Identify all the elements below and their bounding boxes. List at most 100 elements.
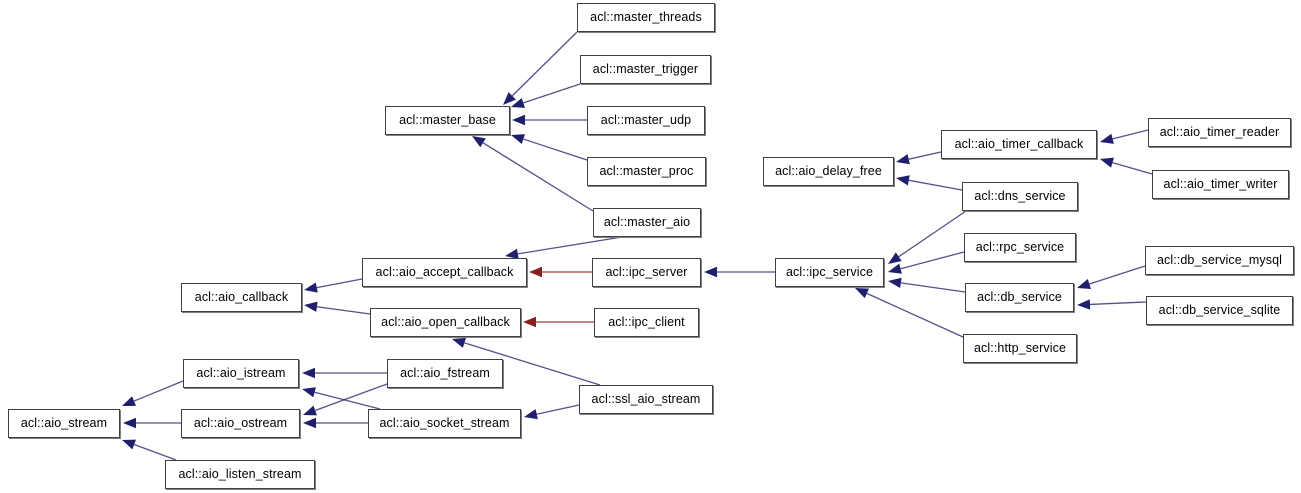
class-node-master_trigger[interactable]: acl::master_trigger [580,55,711,84]
class-node-aio_delay_free[interactable]: acl::aio_delay_free [763,157,894,186]
class-node-aio_istream[interactable]: acl::aio_istream [183,359,299,388]
class-node-label: acl::aio_callback [194,290,289,305]
class-node-label: acl::db_service_sqlite [1158,303,1281,318]
class-node-label: acl::master_udp [600,113,692,128]
class-node-label: acl::master_trigger [592,62,699,77]
class-node-label: acl::aio_accept_callback [375,265,514,280]
class-node-aio_socket_stream[interactable]: acl::aio_socket_stream [368,409,521,438]
class-node-aio_timer_writer[interactable]: acl::aio_timer_writer [1152,170,1289,199]
edge-master_aio-to-master_base [472,136,594,212]
arrowhead-inheritance [888,277,902,288]
class-node-master_base[interactable]: acl::master_base [385,106,510,135]
arrowhead-inheritance [304,282,318,293]
edge-aio_accept_callback-to-aio_callback [304,278,363,293]
class-node-master_threads[interactable]: acl::master_threads [577,3,715,32]
edge-aio_fstream-to-aio_istream [302,367,387,379]
class-node-aio_callback[interactable]: acl::aio_callback [181,283,302,312]
class-node-label: acl::ipc_service [785,265,874,280]
class-node-label: acl::ipc_server [605,265,688,280]
class-node-label: acl::aio_socket_stream [379,416,510,431]
arrowhead-inheritance [888,252,902,264]
edge-aio_open_callback-to-aio_callback [304,301,371,315]
edge-db_service_sqlite-to-db_service [1077,299,1147,310]
arrowhead-inheritance [512,114,525,126]
class-node-label: acl::aio_open_callback [381,315,510,330]
class-node-label: acl::http_service [973,341,1067,356]
edge-db_service_mysql-to-db_service [1077,265,1146,289]
class-node-db_service_mysql[interactable]: acl::db_service_mysql [1145,246,1294,275]
class-node-label: acl::master_threads [590,10,702,25]
arrowhead-inheritance [472,136,486,148]
edge-http_service-to-ipc_service [855,288,964,338]
arrowhead-inheritance [855,288,869,299]
class-node-label: acl::ipc_client [608,315,685,330]
class-node-label: acl::aio_ostream [193,416,288,431]
edge-master_trigger-to-master_base [511,83,581,108]
class-node-label: acl::master_aio [603,215,691,230]
class-node-label: acl::aio_fstream [400,366,490,381]
edge-dns_service-to-aio_delay_free [896,175,963,191]
arrowhead-inheritance [511,97,525,108]
class-node-dns_service[interactable]: acl::dns_service [962,182,1078,211]
arrowhead-usage [529,266,542,278]
edge-ipc_server-to-aio_accept_callback [529,266,592,278]
class-node-label: acl::aio_timer_callback [954,137,1084,152]
class-node-http_service[interactable]: acl::http_service [963,334,1077,363]
class-node-aio_ostream[interactable]: acl::aio_ostream [181,409,300,438]
arrowhead-inheritance [511,134,525,145]
arrowhead-inheritance [1100,157,1114,168]
edge-aio_timer_reader-to-aio_timer_callback [1100,129,1149,144]
edge-ipc_client-to-aio_open_callback [523,316,594,328]
class-node-master_proc[interactable]: acl::master_proc [587,157,706,186]
class-node-ipc_service[interactable]: acl::ipc_service [775,258,884,287]
class-node-aio_timer_callback[interactable]: acl::aio_timer_callback [941,130,1097,159]
arrowhead-inheritance [1077,279,1091,289]
edge-master_udp-to-master_base [512,114,587,126]
class-node-ipc_server[interactable]: acl::ipc_server [592,258,701,287]
edge-master_proc-to-master_base [511,134,588,161]
class-node-aio_listen_stream[interactable]: acl::aio_listen_stream [165,460,315,489]
class-node-aio_stream[interactable]: acl::aio_stream [8,409,120,438]
class-node-db_service[interactable]: acl::db_service [965,283,1074,312]
class-node-aio_accept_callback[interactable]: acl::aio_accept_callback [362,258,527,287]
edge-master_threads-to-master_base [503,31,578,105]
arrowhead-inheritance [505,248,519,260]
arrowhead-inheritance [1100,133,1114,144]
arrowhead-inheritance [303,405,317,416]
class-node-master_aio[interactable]: acl::master_aio [593,208,701,237]
class-node-label: acl::db_service_mysql [1156,253,1283,268]
arrowhead-inheritance [122,396,137,406]
arrowhead-inheritance [888,263,902,274]
class-node-aio_timer_reader[interactable]: acl::aio_timer_reader [1148,118,1291,147]
class-node-label: acl::aio_delay_free [775,164,882,179]
edge-aio_socket_stream-to-aio_ostream [303,417,368,429]
edge-aio_timer_callback-to-aio_delay_free [896,151,942,165]
edge-aio_timer_writer-to-aio_timer_callback [1100,157,1153,175]
arrowhead-inheritance [303,417,316,429]
arrowhead-inheritance [896,154,910,165]
class-node-db_service_sqlite[interactable]: acl::db_service_sqlite [1146,296,1293,325]
arrowhead-inheritance [524,409,538,420]
class-node-master_udp[interactable]: acl::master_udp [587,106,705,135]
edge-master_aio-to-aio_accept_callback [505,236,623,260]
class-node-label: acl::ssl_aio_stream [591,392,701,407]
arrowhead-usage [523,316,536,328]
class-node-aio_fstream[interactable]: acl::aio_fstream [387,359,503,388]
class-node-label: acl::master_proc [599,164,694,179]
edge-dns_service-to-ipc_service [888,210,967,264]
class-node-ssl_aio_stream[interactable]: acl::ssl_aio_stream [579,385,713,414]
edge-aio_ostream-to-aio_stream [123,417,181,429]
class-node-ipc_client[interactable]: acl::ipc_client [594,308,699,337]
class-node-label: acl::master_base [399,113,496,128]
edge-aio_istream-to-aio_stream [122,380,184,406]
class-node-label: acl::db_service [977,290,1062,305]
class-node-label: acl::aio_istream [196,366,286,381]
class-node-aio_open_callback[interactable]: acl::aio_open_callback [370,308,521,337]
class-node-rpc_service[interactable]: acl::rpc_service [964,233,1076,262]
class-node-label: acl::rpc_service [975,240,1065,255]
arrowhead-inheritance [302,387,316,398]
class-node-label: acl::aio_timer_writer [1163,177,1278,192]
class-node-label: acl::aio_stream [20,416,108,431]
class-node-label: acl::dns_service [974,189,1066,204]
